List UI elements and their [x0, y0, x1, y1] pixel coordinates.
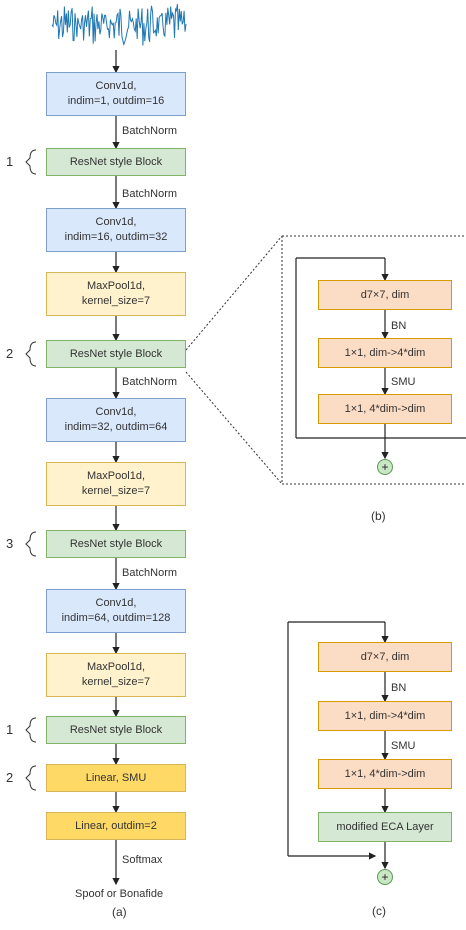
audio-waveform-icon [51, 4, 187, 46]
add-node-icon: + [377, 459, 393, 475]
brace-mark [25, 341, 37, 367]
resnet-block: ResNet style Block [46, 148, 186, 176]
convnext-layer: 1×1, dim->4*dim [318, 701, 452, 731]
edge-label: BatchNorm [122, 125, 178, 137]
linear-block: Linear, outdim=2 [46, 812, 186, 840]
group-number: 1 [6, 722, 14, 737]
brace-mark [25, 149, 37, 175]
add-node-icon: + [377, 869, 393, 885]
maxpool-block: MaxPool1d, kernel_size=7 [46, 462, 186, 506]
caption-c: (c) [372, 904, 386, 918]
conv1d-block: Conv1d, indim=16, outdim=32 [46, 208, 186, 252]
group-number: 2 [6, 346, 14, 361]
group-number: 2 [6, 770, 14, 785]
edge-label: BatchNorm [122, 567, 178, 579]
convnext-layer: d7×7, dim [318, 642, 452, 672]
conv1d-block: Conv1d, indim=32, outdim=64 [46, 398, 186, 442]
brace-mark [25, 765, 37, 791]
linear-block: Linear, SMU [46, 764, 186, 792]
maxpool-block: MaxPool1d, kernel_size=7 [46, 653, 186, 697]
edge-label: BN [391, 682, 407, 694]
convnext-layer: 1×1, dim->4*dim [318, 338, 452, 368]
edge-label: BatchNorm [122, 376, 178, 388]
waveform-trace [51, 4, 187, 46]
convnext-layer: 1×1, 4*dim->dim [318, 394, 452, 424]
output-label: Spoof or Bonafide [75, 888, 164, 900]
conv1d-block: Conv1d, indim=64, outdim=128 [46, 589, 186, 633]
convnext-layer: 1×1, 4*dim->dim [318, 759, 452, 789]
edge-label: BN [391, 320, 407, 332]
edge-label: Softmax [122, 854, 163, 866]
convnext-layer: d7×7, dim [318, 280, 452, 310]
resnet-block: ResNet style Block [46, 716, 186, 744]
resnet-block: ResNet style Block [46, 530, 186, 558]
maxpool-block: MaxPool1d, kernel_size=7 [46, 272, 186, 316]
group-number: 1 [6, 154, 14, 169]
arrow-line [185, 235, 283, 351]
caption-b: (b) [371, 509, 386, 523]
arrow-line [185, 371, 283, 485]
edge-label: SMU [391, 740, 416, 752]
caption-a: (a) [112, 905, 127, 919]
edge-label: SMU [391, 376, 416, 388]
brace-mark [25, 531, 37, 557]
conv1d-block: Conv1d, indim=1, outdim=16 [46, 72, 186, 116]
edge-label: BatchNorm [122, 188, 178, 200]
flow-arrows-c [287, 621, 389, 870]
zoom-dotted-lines [185, 235, 464, 485]
brace-mark [25, 717, 37, 743]
resnet-block: ResNet style Block [46, 340, 186, 368]
eca-layer: modified ECA Layer [318, 812, 452, 842]
group-braces [25, 149, 37, 791]
group-number: 3 [6, 536, 14, 551]
flow-arrows-b [295, 257, 466, 460]
